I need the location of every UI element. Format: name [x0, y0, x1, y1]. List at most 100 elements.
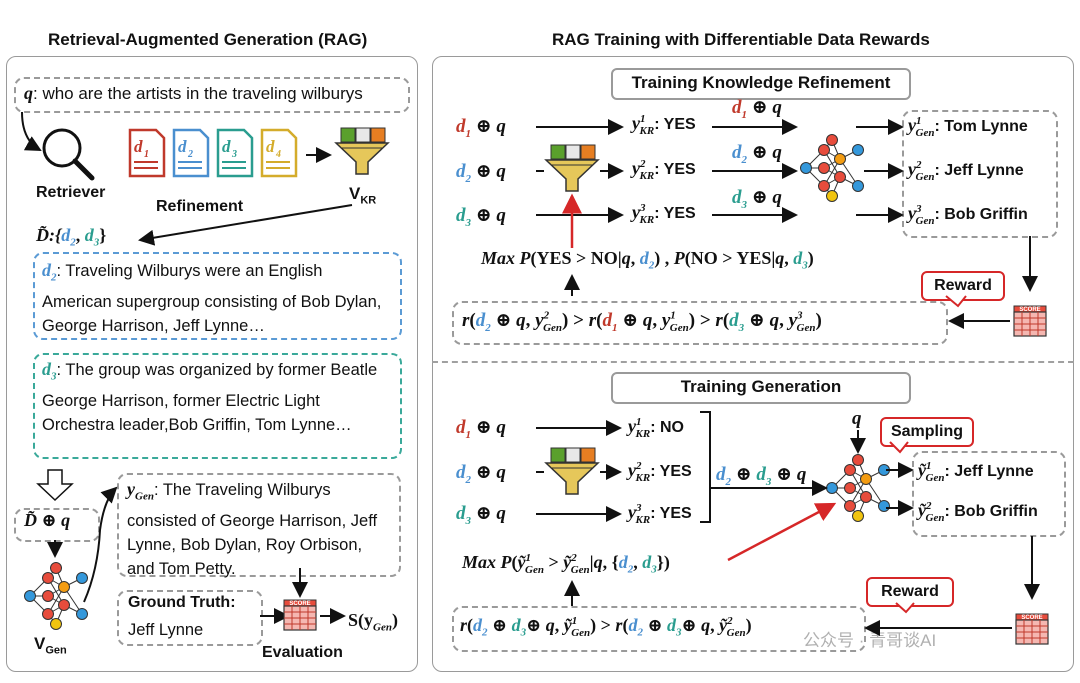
bottom-gen-1-text: Jeff Lynne — [954, 463, 1034, 480]
top-gen-2: y2Gen: Jeff Lynne — [908, 159, 1024, 183]
top-funnel-icon — [545, 144, 599, 192]
top-gen-2-text: Jeff Lynne — [944, 162, 1024, 179]
doc3-content: : The group was organized by former Beat… — [42, 361, 378, 434]
ygen-content: : The Traveling Wilburys consisted of Ge… — [127, 481, 378, 578]
left-title: Retrieval-Augmented Generation (RAG) — [48, 30, 368, 49]
top-kr-3: y3KR: YES — [632, 202, 696, 226]
top-section-header — [611, 68, 911, 100]
score-sub: Gen — [373, 621, 392, 634]
ygen-text: yGen: The Traveling Wilburys consisted o… — [127, 477, 392, 581]
bottom-concat: d2 ⊕ d3 ⊕ q — [716, 464, 807, 488]
svg-text:d: d — [266, 137, 275, 156]
svg-text:2: 2 — [187, 149, 193, 160]
bottom-gen-box — [912, 451, 1066, 537]
bottom-section-header — [611, 372, 911, 404]
sampling-label: Sampling — [890, 423, 963, 440]
bottom-funnel-icon — [545, 447, 599, 495]
bottom-kr-1-val: NO — [659, 419, 684, 436]
gt-value: Jeff Lynne — [128, 621, 204, 639]
doc2-d: d — [42, 260, 51, 280]
doc3-box — [33, 353, 402, 459]
bottom-reward-label: Reward — [881, 583, 939, 600]
bottom-gen-2-text: Bob Griffin — [954, 503, 1038, 520]
score-s: S(y — [348, 610, 374, 630]
retriever-label: Retriever — [36, 184, 106, 201]
ygen-y: y — [127, 479, 135, 499]
top-input-1: d1 ⊕ q — [456, 116, 506, 140]
funnel-icon — [335, 127, 389, 175]
top-network-icon — [800, 134, 864, 202]
doc3-sub: 3 — [51, 370, 57, 383]
top-score-icon — [1013, 305, 1047, 337]
vgen-label: VGen — [34, 634, 67, 656]
bottom-max-eq: Max P(ỹ1Gen > ỹ2Gen|q, {d2, d3}) — [462, 552, 670, 576]
doc3-text: d3: The group was organized by former Be… — [42, 357, 387, 437]
vgen-v: V — [34, 634, 46, 653]
magnifier-icon — [42, 128, 95, 181]
bottom-kr-2-val: YES — [659, 463, 692, 480]
query-box — [14, 77, 410, 113]
bottom-kr-3-val: YES — [659, 505, 692, 522]
bottom-gen-2: ỹ2Gen: Bob Griffin — [918, 500, 1038, 524]
bottom-input-1: d1 ⊕ q — [456, 417, 506, 441]
top-max-eq: Max P(YES > NO|q, d2) , P(NO > YES|q, d3… — [481, 248, 814, 272]
doc2-box — [33, 252, 402, 340]
dset-prefix: D̃:{ — [36, 225, 62, 245]
bottom-gen-1: ỹ1Gen: Jeff Lynne — [918, 460, 1034, 484]
bottom-reward-eq: r(d2 ⊕ d3⊕ q, ỹ1Gen) > r(d2 ⊕ d3⊕ q, ỹ2G… — [460, 615, 752, 639]
top-input-3: d3 ⊕ q — [456, 205, 506, 229]
top-gen-1: y1Gen: Tom Lynne — [908, 115, 1028, 139]
svg-text:3: 3 — [231, 149, 237, 160]
bottom-input-2: d2 ⊕ q — [456, 462, 506, 486]
doc2-label: d2 — [42, 260, 57, 284]
top-section-title: Training Knowledge Refinement — [631, 73, 891, 92]
top-pass-3: d3 ⊕ q — [732, 187, 782, 211]
svg-text:1: 1 — [144, 149, 149, 160]
vgen-sub: Gen — [45, 644, 67, 657]
vgen-network-icon — [24, 562, 88, 630]
top-gen-3: y3Gen: Bob Griffin — [908, 203, 1028, 227]
bottom-kr-2: y2KR: YES — [628, 460, 692, 484]
svg-text:4: 4 — [275, 149, 281, 160]
doc3-label: d3 — [42, 359, 57, 383]
score-label: S(yGen) — [348, 610, 398, 634]
ygen-label: yGen — [127, 479, 154, 503]
bottom-input-3: d3 ⊕ q — [456, 503, 506, 527]
top-gen-1-text: Tom Lynne — [944, 118, 1028, 135]
dset-label: D̃:{d2, d3} — [36, 225, 107, 249]
score-icon — [283, 599, 317, 631]
bottom-score-icon — [1015, 613, 1049, 645]
top-gen-3-text: Bob Griffin — [944, 206, 1028, 223]
top-pass-1: d1 ⊕ q — [732, 97, 782, 121]
doc2-text: d2: Traveling Wilburys were an English A… — [42, 258, 392, 338]
svg-text:d: d — [178, 137, 187, 156]
top-kr-2: y2KR: YES — [632, 158, 696, 182]
query-string: : who are the artists in the traveling w… — [33, 84, 363, 103]
bottom-section-title: Training Generation — [680, 377, 842, 396]
vkr-sub: KR — [360, 194, 377, 207]
hollow-down-arrow-icon — [36, 469, 74, 502]
refinement-label: Refinement — [156, 198, 244, 215]
score-close: ) — [391, 610, 398, 630]
sampling-callout: Sampling — [880, 417, 974, 447]
right-title: RAG Training with Differentiable Data Re… — [552, 30, 930, 49]
vkr-label: VKR — [349, 184, 376, 206]
top-kr-1: y1KR: YES — [632, 113, 696, 137]
concat-box — [14, 508, 100, 542]
top-reward-label: Reward — [934, 277, 992, 294]
top-input-2: d2 ⊕ q — [456, 161, 506, 185]
bottom-kr-3: y3KR: YES — [628, 502, 692, 526]
eval-label: Evaluation — [262, 644, 343, 661]
svg-text:d: d — [134, 137, 143, 156]
doc3-d: d — [42, 359, 51, 379]
right-panel — [432, 56, 1074, 672]
watermark: 公众号 · 青哥谈AI — [803, 631, 937, 650]
query-symbol: q — [24, 83, 33, 103]
top-reward-eq: r(d2 ⊕ q, y2Gen) > r(d1 ⊕ q, y1Gen) > r(… — [462, 309, 822, 334]
vkr-v: V — [349, 184, 361, 203]
gt-title: Ground Truth: — [128, 594, 236, 611]
ygen-box — [117, 473, 401, 577]
query-text: q: who are the artists in the traveling … — [24, 81, 363, 106]
